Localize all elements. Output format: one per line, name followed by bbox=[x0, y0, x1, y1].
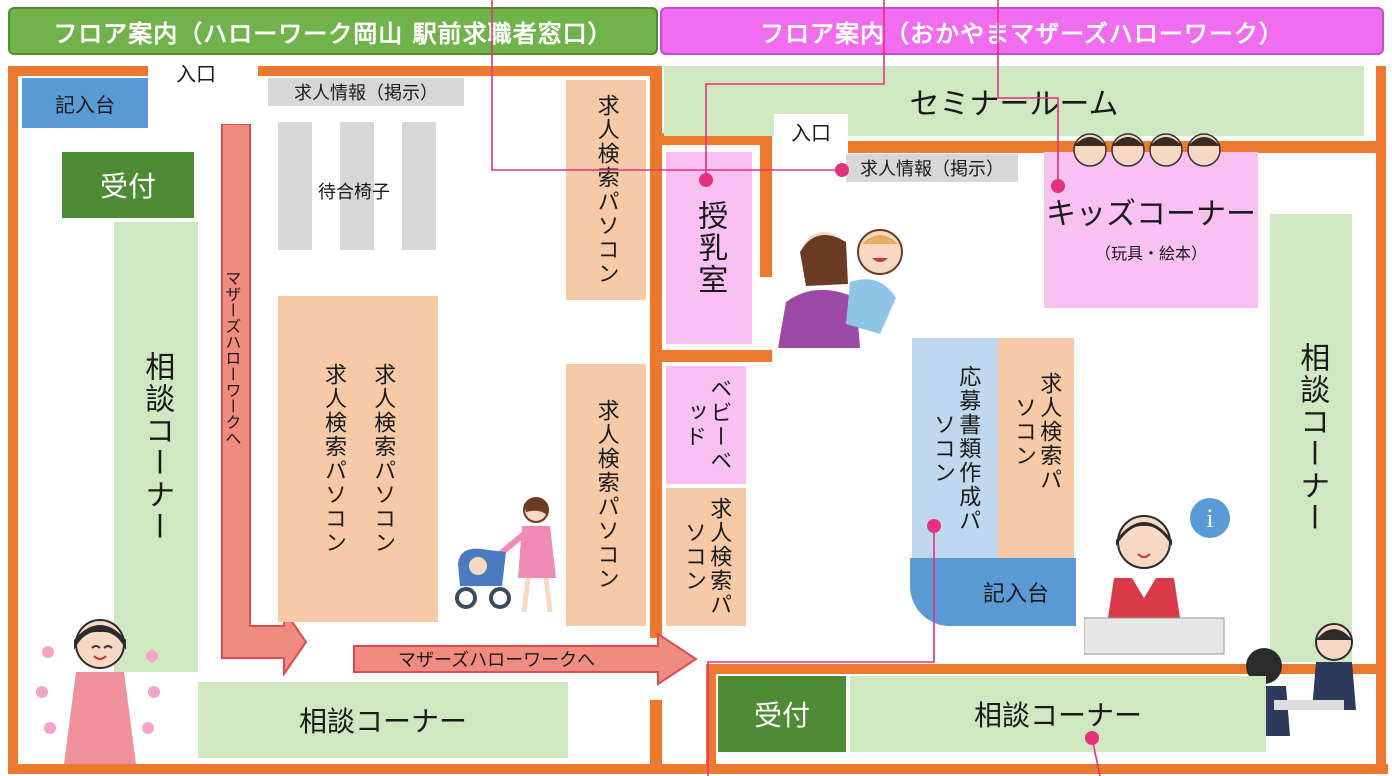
right-consultation-vertical-label: 相談コーナー bbox=[1294, 342, 1330, 534]
job-search-pc-top-label: 求人検索パソコン bbox=[593, 94, 619, 286]
right-entrance-label: 入口 bbox=[774, 114, 848, 148]
left-writing-desk: 記入台 bbox=[22, 78, 148, 128]
left-consultation-vertical: 相談コーナー bbox=[114, 222, 198, 672]
job-search-pc-2: 求人検索パソコン bbox=[370, 363, 396, 555]
kids-corner-subtitle: （玩具・絵本） bbox=[1094, 243, 1207, 263]
waiting-chairs-label: 待合椅子 bbox=[318, 182, 390, 203]
left-job-search-pc-mid: 求人検索パソコン bbox=[566, 364, 646, 626]
wall-right bbox=[1376, 66, 1386, 772]
woman-stroller-illustration bbox=[455, 497, 556, 613]
mothers-hw-arrow-horizontal bbox=[353, 632, 698, 686]
baby-bed: ベビーベッド bbox=[666, 366, 746, 484]
job-search-pc-mid-label: 求人検索パソコン bbox=[593, 399, 619, 591]
left-consultation-bottom: 相談コーナー bbox=[198, 682, 568, 758]
left-consultation-vertical-label: 相談コーナー bbox=[139, 351, 175, 543]
kids-corner-title: キッズコーナー bbox=[1046, 197, 1256, 233]
wall-nursing-bottom bbox=[660, 350, 772, 362]
wall-bottom bbox=[8, 764, 1388, 774]
application-pc-label: 応募書類作成パソコン bbox=[930, 365, 981, 533]
left-job-search-pc-top: 求人検索パソコン bbox=[566, 80, 646, 300]
wall-top-left-a bbox=[8, 66, 148, 76]
leader-dot-kids bbox=[1051, 179, 1065, 193]
wall-left bbox=[8, 66, 18, 772]
right-job-search-pc-left-label: 求人検索パソコン bbox=[681, 497, 732, 617]
right-job-info-board: 求人情報（掲示） bbox=[846, 154, 1018, 182]
right-job-search-pc-left: 求人検索パソコン bbox=[666, 488, 746, 626]
wall-right-bottom-side bbox=[706, 664, 716, 772]
nursing-room: 授乳室 bbox=[666, 152, 752, 344]
left-floor-title: フロア案内（ハローワーク岡山 駅前求職者窓口） bbox=[8, 7, 658, 55]
kids-illustration bbox=[1073, 133, 1221, 167]
right-job-search-pc-center: 求人検索パソコン bbox=[998, 338, 1074, 560]
leader-dot-job-info bbox=[835, 163, 849, 177]
right-floor-title: フロア案内（おかやまマザーズハローワーク） bbox=[660, 7, 1384, 55]
nursing-room-label: 授乳室 bbox=[692, 200, 728, 296]
wall-divider-top bbox=[650, 66, 662, 638]
mothers-hw-arrow-vertical-label: マザーズハローワークへ bbox=[222, 270, 242, 446]
mothers-hw-arrow-horizontal-label: マザーズハローワークへ bbox=[398, 650, 596, 671]
right-consultation-bottom: 相談コーナー bbox=[850, 676, 1266, 752]
left-job-info-board: 求人情報（掲示） bbox=[268, 78, 464, 106]
right-reception: 受付 bbox=[718, 676, 846, 752]
left-job-search-pc-block: 求人検索パソコン 求人検索パソコン bbox=[278, 296, 438, 622]
job-search-pc-1: 求人検索パソコン bbox=[321, 363, 346, 555]
mothers-hw-arrow-vertical bbox=[221, 124, 308, 676]
waiting-chair-1 bbox=[278, 122, 312, 250]
wall-divider-bottom bbox=[650, 700, 662, 772]
leader-dot-application-pc bbox=[927, 519, 941, 533]
wall-nursing-right bbox=[760, 133, 772, 277]
receptionist-illustration: i bbox=[1084, 498, 1230, 655]
greeting-woman-illustration bbox=[36, 619, 160, 764]
right-writing-desk: 記入台 bbox=[910, 558, 1076, 626]
right-job-search-pc-center-label: 求人検索パソコン bbox=[1011, 372, 1062, 492]
svg-text:i: i bbox=[1206, 504, 1213, 533]
application-pc: 応募書類作成パソコン bbox=[912, 338, 998, 560]
kids-corner: キッズコーナー （玩具・絵本） bbox=[1044, 152, 1258, 308]
wall-top-left-b bbox=[258, 66, 662, 76]
right-consultation-vertical: 相談コーナー bbox=[1270, 214, 1352, 662]
left-reception: 受付 bbox=[62, 152, 194, 218]
leader-dot-nursing bbox=[699, 173, 713, 187]
waiting-chair-2 bbox=[340, 122, 374, 250]
seminar-room: セミナールーム bbox=[664, 66, 1364, 136]
waiting-chair-3 bbox=[402, 122, 436, 250]
baby-bed-label: ベビーベッド bbox=[681, 377, 732, 473]
left-entrance-label: 入口 bbox=[176, 62, 216, 86]
leader-dot-consultation bbox=[1085, 731, 1099, 745]
wall-right-bottom-top bbox=[710, 664, 1376, 674]
mother-baby-illustration bbox=[778, 229, 903, 348]
